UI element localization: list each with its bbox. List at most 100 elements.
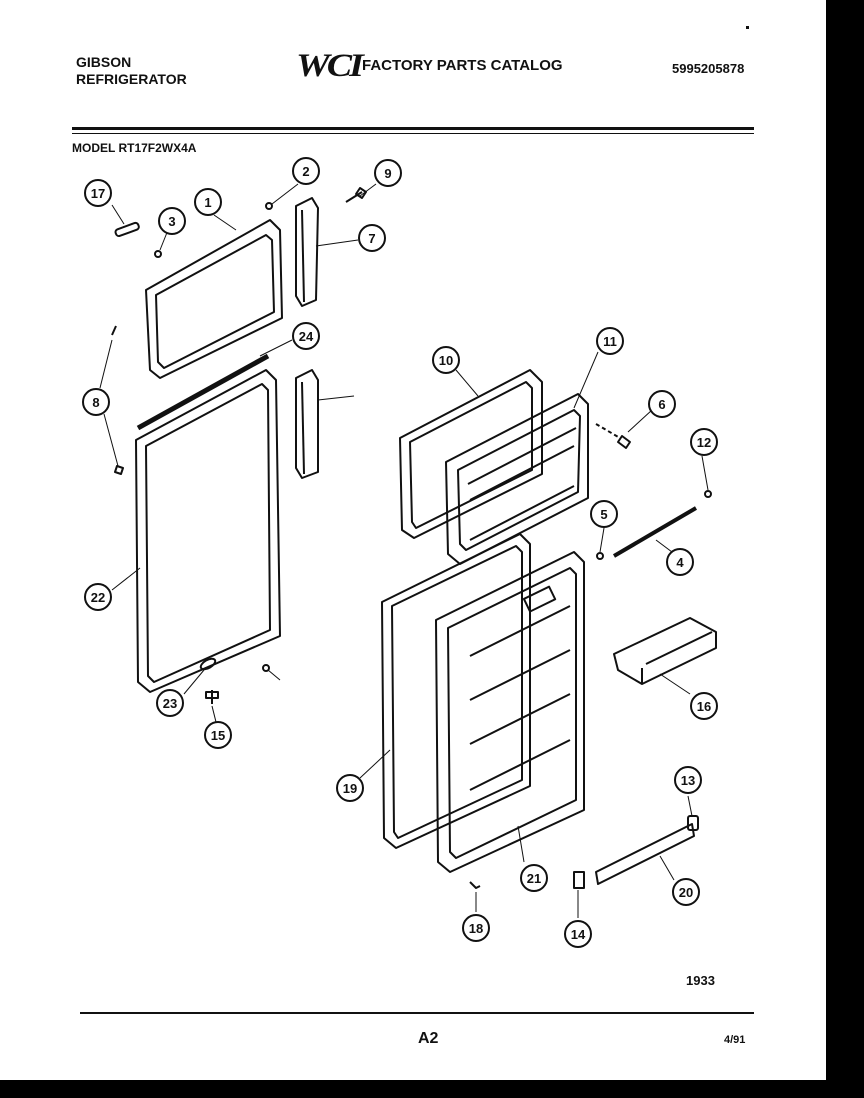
plug-part	[154, 250, 162, 258]
callout-number: 9	[384, 166, 391, 181]
callout-8: 8	[82, 388, 110, 416]
callout-circle	[84, 583, 112, 611]
callout-number: 19	[343, 781, 357, 796]
callout-circle	[596, 327, 624, 355]
brand-line2: REFRIGERATOR	[76, 71, 187, 87]
callout-19: 19	[336, 774, 364, 802]
callout-18: 18	[462, 914, 490, 942]
stop-part	[205, 690, 219, 704]
callout-number: 5	[600, 507, 607, 522]
end-cap-part	[687, 815, 699, 831]
hinge-cover-part	[295, 197, 319, 479]
callout-21: 21	[520, 864, 548, 892]
header-rule-bottom	[72, 133, 754, 134]
rod-part	[612, 506, 698, 558]
header-rule-top	[72, 127, 754, 130]
brand-line1: GIBSON	[76, 54, 132, 70]
callout-22: 22	[84, 583, 112, 611]
catalog-number: 5995205878	[672, 61, 745, 76]
screw-part	[345, 187, 367, 203]
callout-number: 24	[299, 329, 314, 344]
handle-trim-part	[114, 221, 140, 238]
callout-6: 6	[648, 390, 676, 418]
callout-4: 4	[666, 548, 694, 576]
callout-circle	[690, 428, 718, 456]
callout-number: 3	[168, 214, 175, 229]
wci-logo: WCI	[296, 48, 364, 84]
fresh-food-door-liner-part	[381, 533, 531, 849]
callout-circle	[432, 346, 460, 374]
callout-17: 17	[84, 179, 112, 207]
callout-number: 18	[469, 921, 483, 936]
leader-lines	[99, 183, 709, 918]
callout-number: 10	[439, 353, 453, 368]
figure-code: 1933	[686, 973, 715, 988]
trim-strip-part	[136, 353, 270, 431]
screw-part	[469, 881, 481, 889]
callout-14: 14	[564, 920, 592, 948]
callout-circle	[690, 692, 718, 720]
callout-circle	[520, 864, 548, 892]
callout-number: 1	[204, 195, 211, 210]
callout-circle	[564, 920, 592, 948]
callout-number: 21	[527, 871, 541, 886]
scan-mark	[746, 26, 749, 29]
callout-20: 20	[672, 878, 700, 906]
callout-number: 7	[368, 231, 375, 246]
callout-9: 9	[374, 159, 402, 187]
freezer-door-gasket-part	[145, 219, 283, 379]
callout-number: 4	[676, 555, 684, 570]
catalog-sheet: GIBSON REFRIGERATOR WCI FACTORY PARTS CA…	[0, 0, 826, 1080]
callout-number: 20	[679, 885, 693, 900]
callout-23: 23	[156, 689, 184, 717]
callout-number: 22	[91, 590, 105, 605]
callout-circle	[674, 766, 702, 794]
callout-circle	[336, 774, 364, 802]
callout-circle	[204, 721, 232, 749]
print-date: 4/91	[724, 1034, 746, 1046]
callout-circle	[358, 224, 386, 252]
exploded-parts-diagram: 173129724822231510116125419162113201814 …	[82, 157, 718, 988]
callout-number: 16	[697, 699, 711, 714]
callout-16: 16	[690, 692, 718, 720]
callout-3: 3	[158, 207, 186, 235]
callout-15: 15	[204, 721, 232, 749]
callout-number: 11	[603, 334, 617, 349]
freezer-door-panel-part	[445, 393, 589, 565]
callout-12: 12	[690, 428, 718, 456]
door-handle-bar-part	[595, 815, 699, 885]
plug-part	[265, 202, 273, 210]
callout-circle	[156, 689, 184, 717]
callout-circle	[648, 390, 676, 418]
screw-part	[262, 664, 270, 672]
freezer-door-liner-part	[399, 369, 543, 539]
dairy-bin-part	[613, 617, 717, 685]
cap-part	[573, 871, 585, 889]
callout-circle	[82, 388, 110, 416]
callout-circle	[292, 157, 320, 185]
plug-part	[704, 490, 712, 498]
callout-number: 12	[697, 435, 711, 450]
callout-number: 2	[302, 164, 309, 179]
fresh-food-door-gasket-part	[135, 369, 281, 693]
footer-rule	[80, 1012, 754, 1014]
callout-circle	[666, 548, 694, 576]
callout-13: 13	[674, 766, 702, 794]
callout-2: 2	[292, 157, 320, 185]
page-label: A2	[418, 1030, 439, 1047]
callout-circle	[462, 914, 490, 942]
callout-circle	[158, 207, 186, 235]
catalog-title: FACTORY PARTS CATALOG	[362, 57, 563, 74]
callout-number: 23	[163, 696, 177, 711]
callout-circle	[194, 188, 222, 216]
plug-part	[596, 552, 604, 560]
callout-number: 14	[571, 927, 586, 942]
callout-circle	[84, 179, 112, 207]
callout-circle	[590, 500, 618, 528]
callout-circle	[672, 878, 700, 906]
callout-11: 11	[596, 327, 624, 355]
model-number: MODEL RT17F2WX4A	[72, 141, 197, 155]
callout-24: 24	[292, 322, 320, 350]
screw-part	[617, 435, 631, 449]
